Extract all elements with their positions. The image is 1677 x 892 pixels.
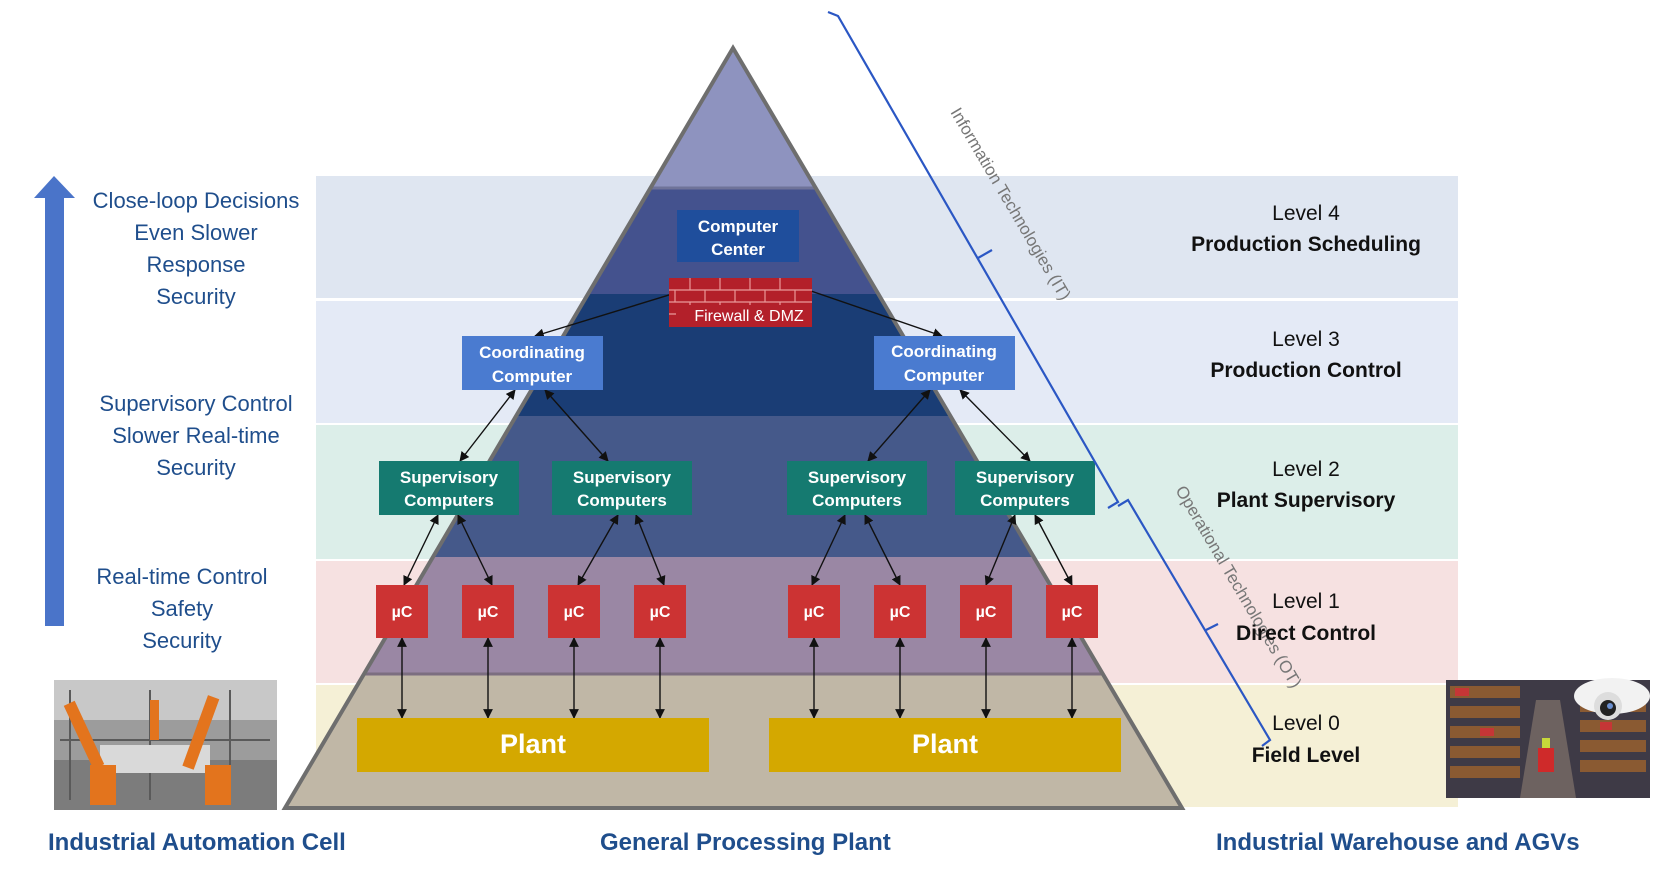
industrial-automation-photo [54,680,277,810]
coordinating-left-label-2: Computer [492,367,573,386]
supervisory-label-1: Supervisory [573,468,672,487]
microcontroller-label: µC [976,604,997,621]
connector-arrow [459,389,516,462]
left-label-line: Close-loop Decisions [93,188,300,213]
supervisory-label-2: Computers [980,491,1070,510]
caption-industrial-warehouse: Industrial Warehouse and AGVs [1216,829,1580,856]
left-label-line: Security [156,455,235,480]
microcontroller-label: µC [478,604,499,621]
level-number: Level 2 [1272,458,1340,481]
caption-general-processing: General Processing Plant [600,829,891,856]
coordinating-computer-right[interactable]: Coordinating Computer [874,336,1015,390]
level-label-1: Level 1 Direct Control [1236,590,1376,645]
connector-arrow [403,514,439,586]
plant-left[interactable]: Plant [357,718,709,772]
left-label-line: Even Slower [134,220,258,245]
connector-arrow [544,389,609,462]
level-name: Production Scheduling [1191,233,1421,256]
microcontroller-1[interactable]: µC [376,585,428,638]
microcontroller-label: µC [392,604,413,621]
firewall-label: Firewall & DMZ [694,308,804,325]
connector-arrow [864,514,901,586]
microcontroller-label: µC [804,604,825,621]
level-label-3: Level 3 Production Control [1210,328,1401,382]
connector-arrow [811,514,846,586]
connector-arrows [397,277,1077,719]
microcontroller-label: µC [564,604,585,621]
industrial-warehouse-photo [1446,678,1650,798]
coordinating-computer-left[interactable]: Coordinating Computer [462,336,603,390]
connector-arrow [1034,514,1073,586]
plant-left-label: Plant [500,729,566,759]
band-level-4 [316,176,1458,298]
up-arrow-icon [34,176,75,626]
computer-center-node[interactable]: Computer Center [677,210,799,262]
level-label-0: Level 0 Field Level [1252,712,1361,767]
coordinating-left-label-1: Coordinating [479,343,585,362]
computer-center-label-2: Center [711,240,765,259]
level-label-4: Level 4 Production Scheduling [1191,202,1421,256]
connector-arrow [984,514,1017,586]
connector-arrow [577,514,619,586]
left-label-line: Security [142,628,221,653]
level-number: Level 1 [1272,590,1340,613]
microcontroller-label: µC [650,604,671,621]
microcontroller-8[interactable]: µC [1046,585,1098,638]
connector-arrow [867,389,931,462]
microcontroller-5[interactable]: µC [788,585,840,638]
level-name: Direct Control [1236,622,1376,645]
microcontroller-nodes: µC µC µC µC µC µC µC µC [376,585,1098,638]
microcontroller-3[interactable]: µC [548,585,600,638]
microcontroller-6[interactable]: µC [874,585,926,638]
supervisory-label-1: Supervisory [400,468,499,487]
plant-right-label: Plant [912,729,978,759]
connector-arrow [959,389,1031,462]
left-label-line: Security [156,284,235,309]
left-label-line: Real-time Control [96,564,267,589]
microcontroller-4[interactable]: µC [634,585,686,638]
microcontroller-label: µC [1062,604,1083,621]
supervisory-label-2: Computers [404,491,494,510]
coordinating-right-label-1: Coordinating [891,342,997,361]
level-number: Level 0 [1272,712,1340,735]
microcontroller-7[interactable]: µC [960,585,1012,638]
supervisory-label-1: Supervisory [808,468,907,487]
it-ot-brackets [827,10,1272,747]
supervisory-label-1: Supervisory [976,468,1075,487]
supervisory-nodes: SupervisoryComputersSupervisoryComputers… [379,461,1095,515]
level-name: Plant Supervisory [1217,489,1396,512]
microcontroller-2[interactable]: µC [462,585,514,638]
level-number: Level 3 [1272,328,1340,351]
caption-industrial-automation: Industrial Automation Cell [48,829,346,856]
connector-arrow [634,514,666,586]
computer-center-label-1: Computer [698,217,779,236]
level-label-2: Level 2 Plant Supervisory [1217,458,1396,512]
supervisory-label-2: Computers [812,491,902,510]
connector-arrow [457,514,493,586]
level-number: Level 4 [1272,202,1340,225]
firewall-node[interactable]: Firewall & DMZ [669,278,812,327]
left-label-line: Response [146,252,245,277]
supervisory-label-2: Computers [577,491,667,510]
coordinating-right-label-2: Computer [904,366,985,385]
plant-right[interactable]: Plant [769,718,1121,772]
microcontroller-label: µC [890,604,911,621]
level-name: Production Control [1210,359,1401,382]
left-label-line: Slower Real-time [112,423,280,448]
level-name: Field Level [1252,744,1361,767]
left-label-line: Safety [151,596,213,621]
left-label-line: Supervisory Control [99,391,292,416]
